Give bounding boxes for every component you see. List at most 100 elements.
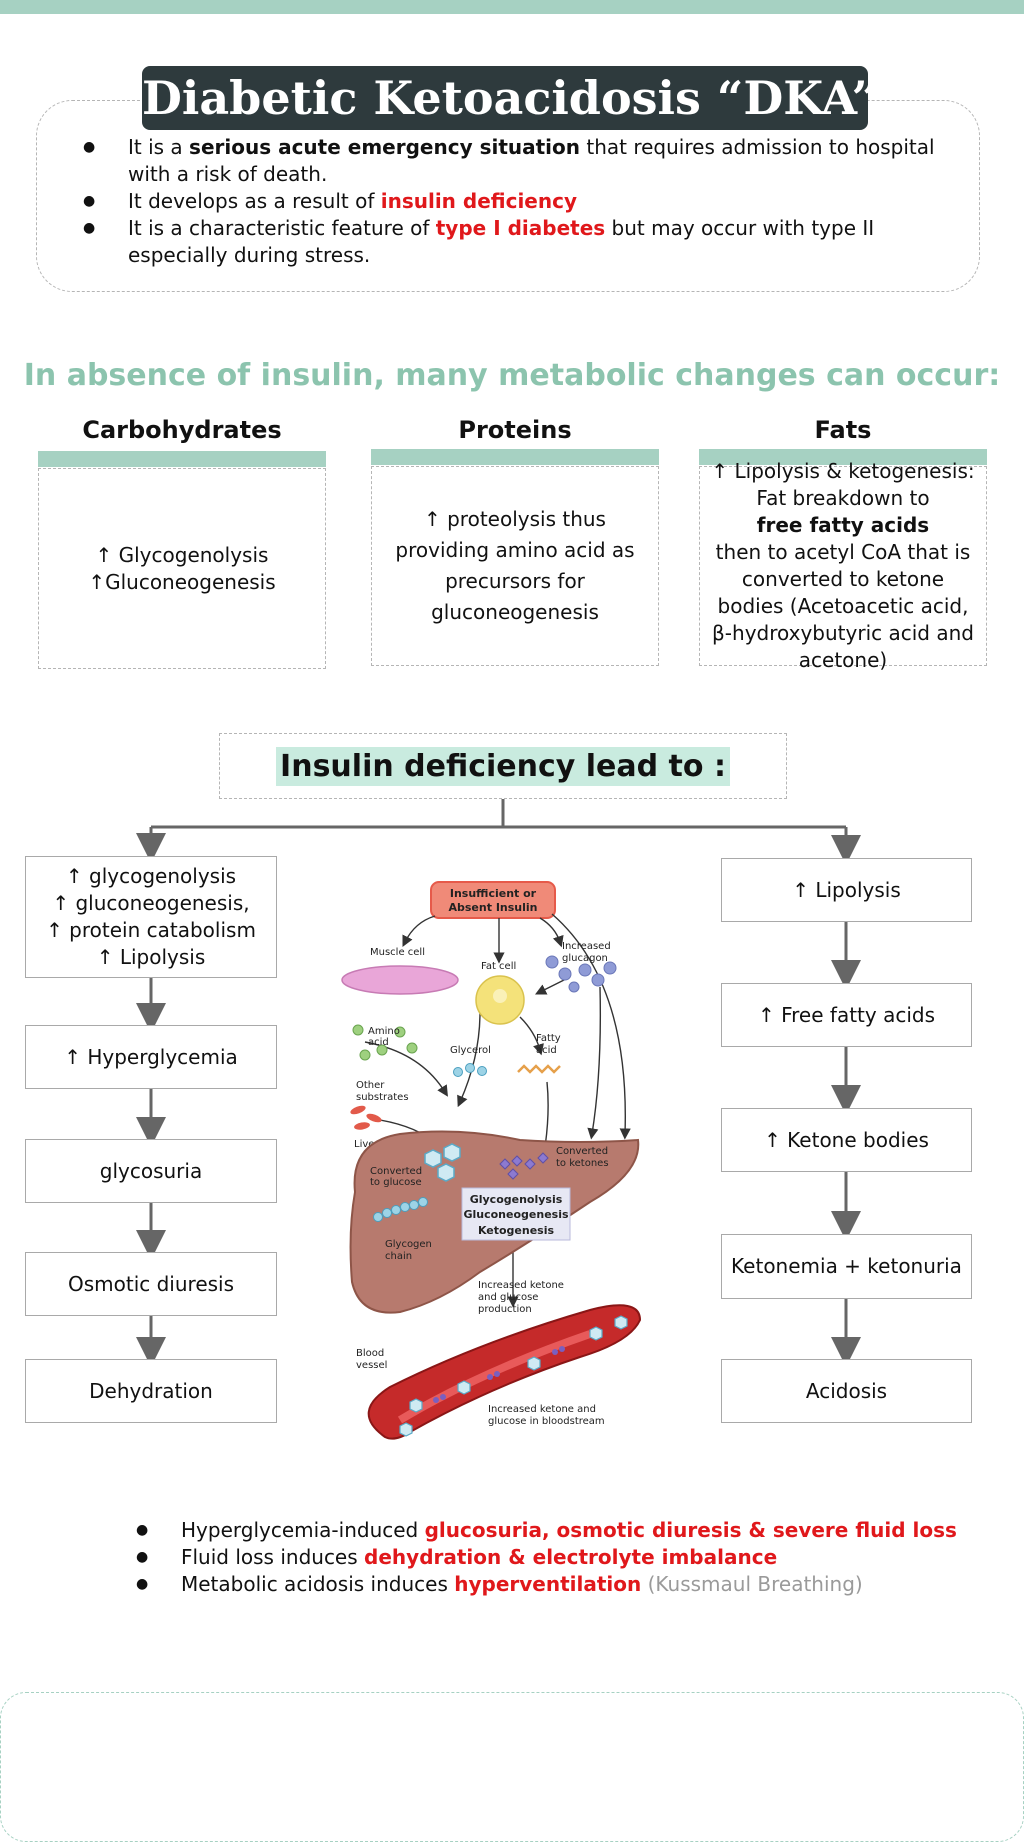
acidosis-box: Acidosis — [721, 1359, 972, 1423]
muscle-cell-label: Muscle cell — [370, 947, 425, 958]
liver-label: Liver — [354, 1139, 379, 1150]
left-flow-line: ↑ gluconeogenesis, — [52, 891, 250, 915]
text-run: insulin deficiency — [380, 189, 577, 213]
bloodstream-label: glucose in bloodstream — [488, 1416, 605, 1427]
bloodstream-glucose — [399, 1315, 628, 1437]
top-accent-bar — [0, 0, 1024, 14]
dehydration-box: Dehydration — [25, 1359, 277, 1423]
intro-item: ●It develops as a result of insulin defi… — [83, 189, 577, 213]
production-label: production — [478, 1304, 532, 1315]
lipolysis-box: ↑ Lipolysis — [721, 858, 972, 922]
carbohydrates-title: Carbohydrates — [82, 416, 282, 444]
converted-glucose-label: to glucose — [370, 1177, 422, 1188]
liver-process-label: Ketogenesis — [478, 1224, 555, 1237]
muscle-cell-shape — [341, 965, 459, 995]
insulin-label-text: Absent Insulin — [449, 901, 538, 914]
carbohydrates-bar — [38, 451, 326, 467]
proteins-title: Proteins — [458, 416, 572, 444]
glycerol-molecules — [453, 1063, 487, 1077]
page-title: Diabetic Ketoacidosis “DKA” — [142, 66, 878, 130]
amino-acid-label: Amino — [368, 1026, 400, 1037]
blood-vessel-label: vessel — [356, 1360, 387, 1371]
text-run: Fluid loss induces — [181, 1545, 365, 1569]
text-run: It develops as a result of — [128, 189, 381, 213]
left-flow-line: ↑ Lipolysis — [96, 945, 206, 969]
glucose-molecules — [424, 1143, 461, 1182]
glycogen-chain-label: chain — [385, 1251, 412, 1262]
free-fatty-acids-box: ↑ Free fatty acids — [721, 983, 972, 1047]
fats-text: ↑ Lipolysis & ketogenesis: Fat breakdown… — [708, 458, 978, 674]
glucagon-label: Increased — [562, 941, 611, 952]
blood-vessel-label: Blood — [356, 1348, 384, 1359]
production-label: Increased ketone — [478, 1280, 564, 1291]
bloodstream-label: Increased ketone and — [488, 1404, 596, 1415]
carbohydrates-box: ↑ Glycogenolysis ↑Gluconeogenesis — [38, 468, 326, 669]
text-run: but may occur with type II especially du… — [128, 216, 875, 267]
text-run: free fatty acids — [756, 513, 930, 537]
ketonemia-box: Ketonemia + ketonuria — [721, 1234, 972, 1299]
osmotic-diuresis-box: Osmotic diuresis — [25, 1252, 277, 1316]
fats-bar — [699, 449, 987, 465]
fatty-acid-label: acid — [536, 1045, 557, 1056]
ketone-bodies-box: ↑ Ketone bodies — [721, 1108, 972, 1172]
other-substrates-label: Other — [356, 1080, 385, 1091]
insulin-deficiency-box: Insulin deficiency lead to : — [219, 733, 787, 799]
text-run: (Kussmaul Breathing) — [641, 1572, 863, 1596]
fats-box: ↑ Lipolysis & ketogenesis: Fat breakdown… — [699, 459, 987, 672]
converted-glucose-label: Converted — [370, 1166, 422, 1177]
amino-acid-label: acid — [368, 1037, 389, 1048]
proteins-line: ↑ proteolysis thus — [424, 507, 606, 531]
proteins-bar — [371, 449, 659, 465]
text-run: serious acute emergency situation — [189, 135, 581, 159]
intro-item: ●It is a serious acute emergency situati… — [83, 135, 935, 186]
other-substrates-shape — [350, 1105, 382, 1130]
text-run: then to acetyl CoA that is converted to … — [712, 540, 974, 672]
text-run: Metabolic acidosis induces — [181, 1572, 455, 1596]
liver-process-label: Gluconeogenesis — [463, 1208, 569, 1221]
glycerol-label: Glycerol — [450, 1045, 491, 1056]
fatty-acid-shape — [517, 1064, 561, 1074]
text-run: It is a characteristic feature of — [128, 216, 436, 240]
glycogen-chain-shape — [373, 1197, 428, 1222]
insulin-label-text: Insufficient or — [450, 887, 537, 900]
carbohydrates-line: ↑ Glycogenolysis — [95, 542, 269, 567]
text-run: It is a — [128, 135, 190, 159]
glycosuria-box: glycosuria — [25, 1139, 277, 1203]
intro-list: ●It is a serious acute emergency situati… — [83, 134, 948, 269]
text-run: dehydration & electrolyte imbalance — [364, 1545, 778, 1569]
production-label: and glucose — [478, 1292, 538, 1303]
amino-acid-molecules — [352, 1024, 418, 1061]
text-run: hyperventilation — [454, 1572, 642, 1596]
fat-cell-label: Fat cell — [481, 961, 516, 972]
converted-ketones-label: to ketones — [556, 1158, 609, 1169]
text-run: type I diabetes — [435, 216, 606, 240]
fats-title: Fats — [814, 416, 872, 444]
fatty-acid-label: Fatty — [536, 1033, 561, 1044]
insulin-deficiency-heading: Insulin deficiency lead to : — [276, 746, 730, 786]
glycogen-chain-label: Glycogen — [385, 1239, 432, 1250]
intro-item: ●It is a characteristic feature of type … — [83, 216, 875, 267]
left-flow-line: ↑ glycogenolysis — [65, 864, 237, 888]
hyperglycemia-box: ↑ Hyperglycemia — [25, 1025, 277, 1089]
liver-process-box — [461, 1187, 571, 1241]
converted-ketones-label: Converted — [556, 1146, 608, 1157]
proteins-line: providing amino acid as — [395, 538, 635, 562]
text-run: ↑ Lipolysis & ketogenesis: Fat breakdown… — [711, 459, 975, 510]
other-substrates-label: substrates — [356, 1092, 409, 1103]
insulin-label-shape — [430, 881, 556, 919]
consequence-item: ●Hyperglycemia-induced glucosuria, osmot… — [136, 1518, 957, 1542]
consequence-item: ●Fluid loss induces dehydration & electr… — [136, 1545, 778, 1569]
carbohydrates-line: ↑Gluconeogenesis — [88, 569, 276, 594]
liver-process-label: Glycogenolysis — [470, 1193, 563, 1206]
proteins-box: ↑ proteolysis thus providing amino acid … — [371, 466, 659, 666]
consequence-item: ●Metabolic acidosis induces hyperventila… — [136, 1572, 863, 1596]
proteins-line: precursors for — [445, 569, 585, 593]
proteins-line: gluconeogenesis — [431, 600, 599, 624]
glucagon-molecules — [545, 955, 617, 993]
left-flow-line: ↑ protein catabolism — [46, 918, 256, 942]
ketone-molecules — [499, 1152, 549, 1180]
text-run: glucosuria, osmotic diuresis & severe fl… — [424, 1518, 957, 1542]
left-flow-initial-box: ↑ glycogenolysis ↑ gluconeogenesis, ↑ pr… — [25, 856, 277, 978]
dka-pathway-illustration: Insufficient or Absent Insulin Muscle ce… — [341, 881, 642, 1440]
